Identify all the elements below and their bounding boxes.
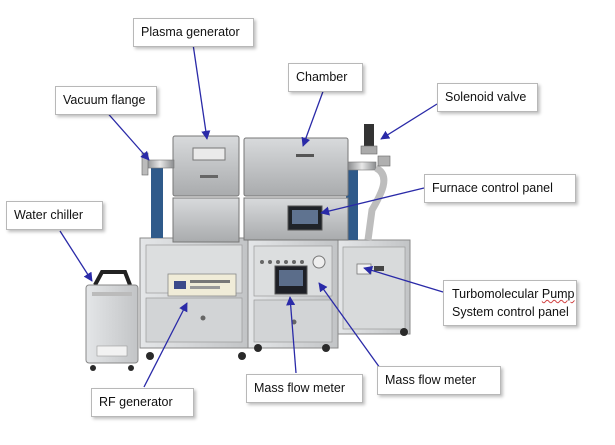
label-turbo-line2: System control panel bbox=[452, 305, 569, 319]
right-cabinet bbox=[337, 239, 411, 335]
water-chiller-unit bbox=[85, 270, 139, 364]
label-mass-flow-meter-2: Mass flow meter bbox=[377, 366, 501, 395]
label-turbomolecular-pump: Turbomolecular Pump System control panel bbox=[443, 280, 577, 326]
label-rf-generator: RF generator bbox=[91, 388, 194, 417]
label-plasma-generator: Plasma generator bbox=[133, 18, 254, 47]
plasma-generator-furnace bbox=[172, 135, 240, 243]
leader-arrows bbox=[59, 43, 444, 388]
solenoid-valve-assembly bbox=[360, 124, 391, 241]
label-water-chiller: Water chiller bbox=[6, 201, 103, 230]
label-mass-flow-meter-1: Mass flow meter bbox=[246, 374, 363, 403]
left-cabinet bbox=[139, 237, 249, 349]
chamber-furnace bbox=[243, 137, 349, 241]
label-turbo-line1: Turbomolecular Pump bbox=[452, 287, 575, 301]
rf-generator-unit bbox=[167, 273, 237, 297]
label-chamber: Chamber bbox=[288, 63, 363, 92]
label-furnace-control-panel: Furnace control panel bbox=[424, 174, 576, 203]
label-solenoid-valve: Solenoid valve bbox=[437, 83, 538, 112]
label-vacuum-flange: Vacuum flange bbox=[55, 86, 157, 115]
